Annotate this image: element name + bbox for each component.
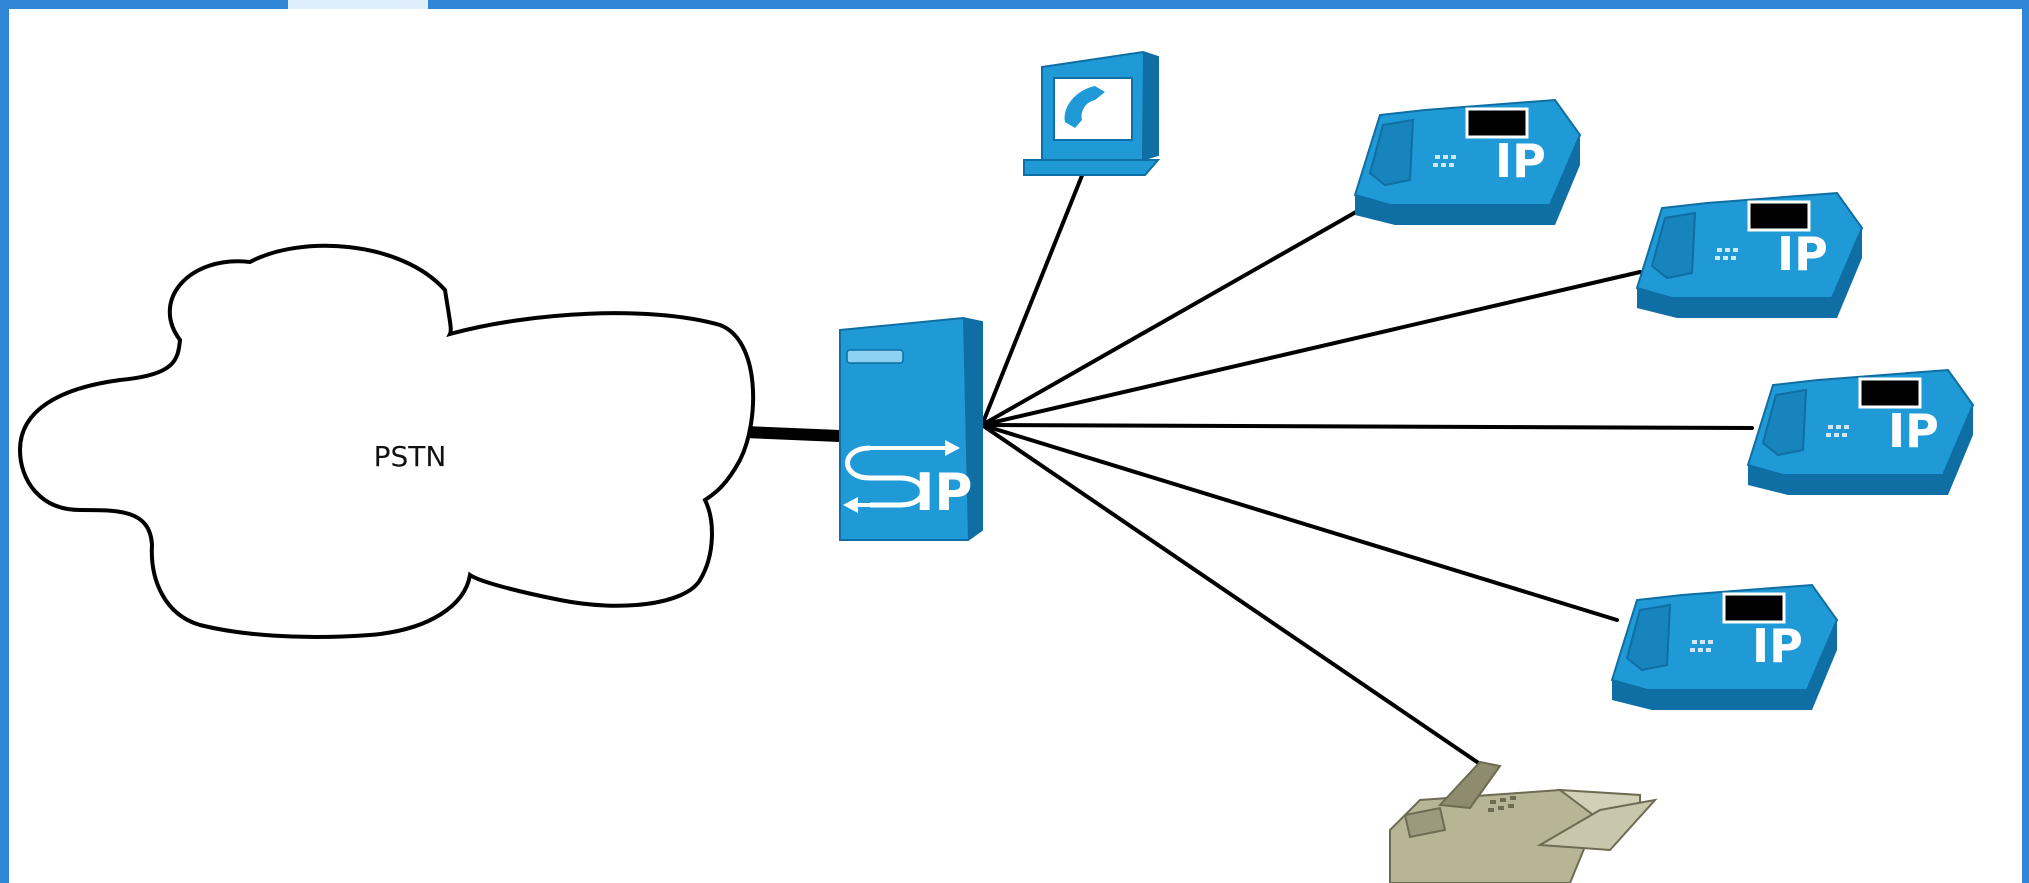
ip-phone-1[interactable]: IP <box>1353 98 1582 225</box>
softphone-monitor-icon <box>1023 50 1161 176</box>
frame-top-border <box>0 0 2029 9</box>
ip-phone-icon <box>1353 98 1582 225</box>
sip-server-label: IP <box>915 463 972 523</box>
sip-server-icon <box>839 316 983 541</box>
server-fax-link <box>980 423 1482 766</box>
frame-left-border <box>0 0 9 883</box>
ip-phone-icon <box>1635 191 1864 318</box>
ip-phone-1-label: IP <box>1495 134 1546 188</box>
pstn-label: PSTN <box>374 440 447 473</box>
ip-phone-2[interactable]: IP <box>1635 191 1864 318</box>
ip-phone-2-label: IP <box>1777 227 1828 281</box>
pstn-cloud: PSTN <box>17 243 756 639</box>
ip-phone-4[interactable]: IP <box>1610 583 1839 710</box>
softphone-terminal[interactable] <box>1023 50 1161 176</box>
server-softphone-link <box>980 171 1085 427</box>
ip-phone-3-label: IP <box>1888 404 1939 458</box>
fax-machine-icon <box>1389 760 1658 883</box>
ip-phone-4-label: IP <box>1752 619 1803 673</box>
ip-phone-icon <box>1610 583 1839 710</box>
sip-server[interactable]: IP <box>839 316 983 541</box>
ip-phone-icon <box>1746 368 1975 495</box>
frame-right-border <box>2022 0 2029 883</box>
server-phone-3-link <box>980 423 1754 430</box>
server-phone-1-link <box>980 198 1379 427</box>
server-phone-4-link <box>980 423 1619 622</box>
connections <box>739 171 1754 766</box>
fax-machine[interactable] <box>1389 760 1658 883</box>
ip-phone-3[interactable]: IP <box>1746 368 1975 495</box>
frame-highlight <box>288 0 428 9</box>
cloud-icon <box>17 243 756 639</box>
server-phone-2-link <box>980 270 1642 427</box>
pstn-server-link <box>739 426 846 442</box>
